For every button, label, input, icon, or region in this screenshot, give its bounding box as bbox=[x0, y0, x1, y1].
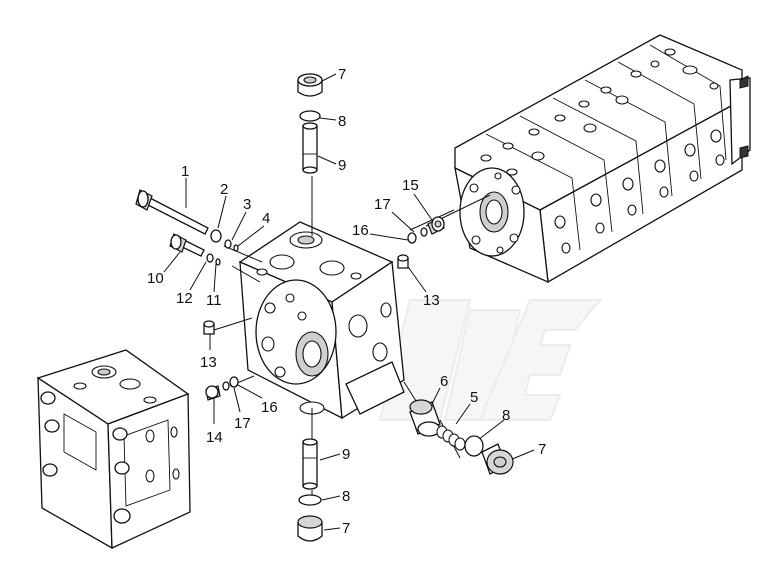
callout-2: 2 bbox=[220, 181, 228, 198]
center-valve-body bbox=[238, 221, 405, 420]
callout-16-top: 16 bbox=[352, 222, 369, 239]
ring-4 bbox=[233, 244, 239, 252]
ring-17-bottom bbox=[222, 381, 230, 391]
callout-13-left: 13 bbox=[200, 354, 217, 371]
callout-8-top: 8 bbox=[338, 113, 346, 130]
fitting-15 bbox=[427, 216, 445, 235]
o-ring-bottom bbox=[298, 494, 322, 506]
o-ring-right bbox=[464, 435, 484, 457]
ring-16-top bbox=[407, 232, 417, 244]
callout-5: 5 bbox=[470, 389, 478, 406]
piston-6 bbox=[409, 399, 441, 437]
short-bolt bbox=[169, 233, 205, 257]
callout-17-top: 17 bbox=[374, 196, 391, 213]
callout-1: 1 bbox=[181, 163, 189, 180]
small-parts bbox=[135, 73, 514, 542]
o-ring-top bbox=[299, 110, 321, 122]
plug-bottom bbox=[297, 515, 323, 542]
bolt-heads bbox=[40, 391, 131, 524]
callout-7-bottom: 7 bbox=[342, 520, 350, 537]
plug-top bbox=[297, 73, 323, 97]
callout-15: 15 bbox=[402, 177, 419, 194]
plug-right bbox=[481, 443, 514, 475]
pin-bottom bbox=[302, 438, 318, 490]
callout-numbers: 7 8 9 1 2 3 4 10 12 11 15 17 16 13 13 14… bbox=[147, 66, 546, 537]
ring-2 bbox=[210, 229, 222, 243]
pin-13-right bbox=[397, 254, 409, 269]
ring-11 bbox=[215, 258, 221, 266]
callout-17-bottom: 17 bbox=[234, 415, 251, 432]
leader-lines bbox=[163, 73, 535, 531]
spring-5 bbox=[436, 425, 466, 451]
ring-17-top bbox=[420, 227, 428, 237]
callout-7-right: 7 bbox=[538, 441, 546, 458]
callout-6: 6 bbox=[440, 373, 448, 390]
fitting-14 bbox=[205, 385, 221, 401]
callout-13-right: 13 bbox=[423, 292, 440, 309]
callout-9-top: 9 bbox=[338, 157, 346, 174]
long-bolt bbox=[135, 189, 209, 235]
callout-7-top: 7 bbox=[338, 66, 346, 83]
callout-3: 3 bbox=[243, 196, 251, 213]
callout-16-bottom: 16 bbox=[261, 399, 278, 416]
pin-13-left bbox=[203, 320, 215, 335]
callout-4: 4 bbox=[262, 210, 270, 227]
ring-16-bottom bbox=[229, 376, 239, 388]
end-cover-block bbox=[36, 349, 191, 550]
ring-12 bbox=[206, 253, 214, 263]
callout-12: 12 bbox=[176, 290, 193, 307]
callout-14: 14 bbox=[206, 429, 223, 446]
callout-9-bottom: 9 bbox=[342, 446, 350, 463]
ring-3 bbox=[224, 239, 232, 249]
pin-top bbox=[302, 122, 318, 174]
callout-8-bottom: 8 bbox=[342, 488, 350, 505]
callout-10: 10 bbox=[147, 270, 164, 287]
valve-stack-assembly bbox=[454, 34, 751, 284]
callout-11: 11 bbox=[206, 292, 222, 309]
callout-8-right: 8 bbox=[502, 407, 510, 424]
